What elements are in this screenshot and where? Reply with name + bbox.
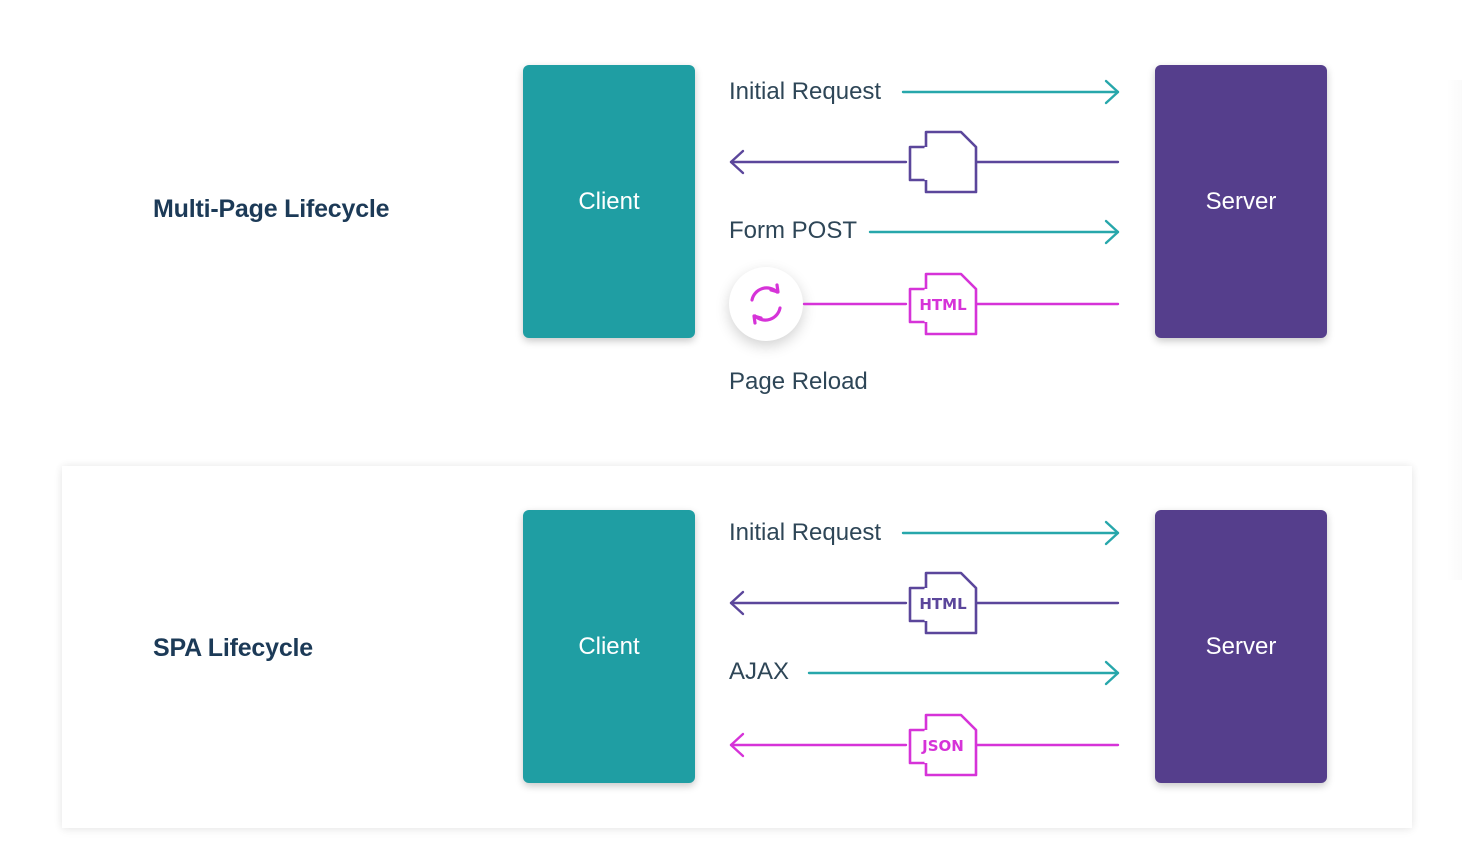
multi-page-reload-html-doc-icon: HTML	[908, 272, 978, 336]
spa-title: SPA Lifecycle	[153, 634, 313, 662]
spa-ajax-arrow	[807, 660, 1120, 686]
multi-page-form-post-arrow	[868, 219, 1120, 245]
spa-html-doc-icon: HTML	[908, 571, 978, 635]
multi-page-initial-request-label: Initial Request	[729, 78, 882, 105]
multi-page-client-box: Client	[523, 65, 695, 338]
spa-ajax-label: AJAX	[729, 658, 790, 685]
spa-client-box: Client	[523, 510, 695, 783]
spa-html-response-arrow	[729, 590, 1120, 616]
refresh-icon	[729, 267, 803, 341]
spa-json-response-arrow	[729, 732, 1120, 758]
multi-page-html-doc-icon	[908, 130, 978, 194]
spa-initial-request-label: Initial Request	[729, 519, 882, 546]
multi-page-title: Multi-Page Lifecycle	[153, 195, 390, 223]
spa-json-doc-icon: JSON	[908, 713, 978, 777]
multi-page-html-response-arrow	[729, 149, 1120, 175]
spa-html-doc-text: HTML	[919, 595, 967, 613]
multi-page-request-arrow	[901, 79, 1120, 105]
spa-json-doc-text: JSON	[921, 737, 964, 755]
multi-page-reload-html-doc-text: HTML	[919, 296, 967, 314]
spa-server-box: Server	[1155, 510, 1327, 783]
spa-request-arrow	[901, 520, 1120, 546]
page-edge-shadow	[1446, 80, 1462, 580]
multi-page-reload-label: Page Reload	[729, 368, 868, 395]
multi-page-server-box: Server	[1155, 65, 1327, 338]
multi-page-form-post-label: Form POST	[729, 217, 858, 244]
